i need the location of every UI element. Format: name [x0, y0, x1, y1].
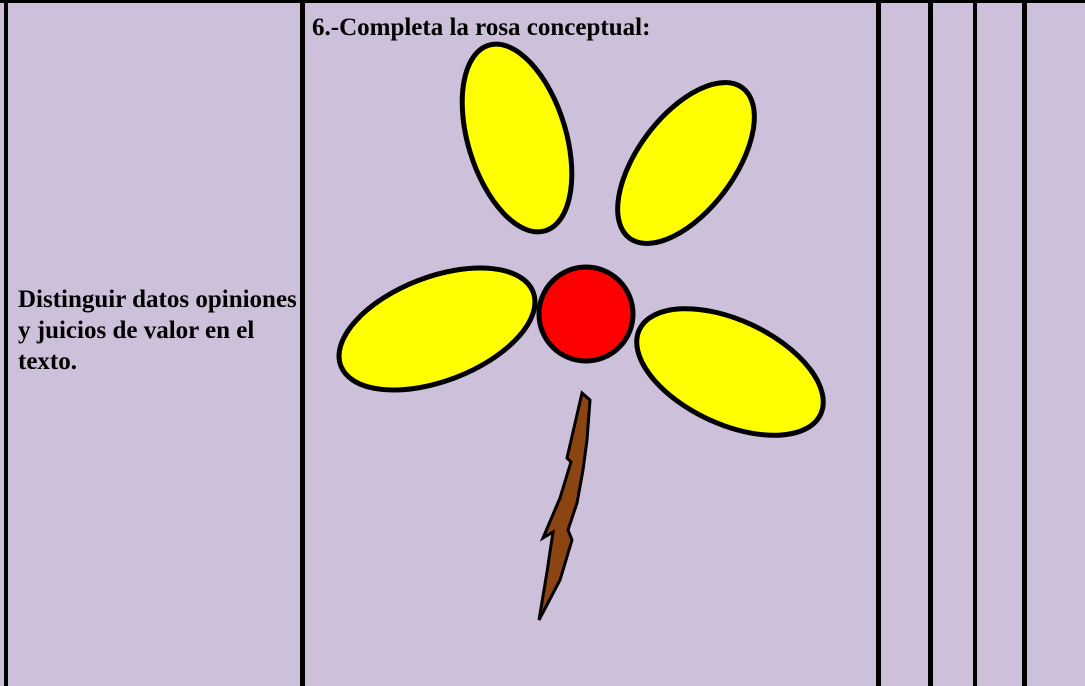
column-divider [300, 0, 305, 686]
column-divider [928, 0, 933, 686]
criterion-cell-text: Distinguir datos opiniones y juicios de … [18, 286, 297, 375]
petal-top-left[interactable] [442, 31, 592, 245]
column-divider [876, 0, 881, 686]
column-divider [973, 0, 977, 686]
column-divider [1022, 0, 1027, 686]
activity-title: 6.-Completa la rosa conceptual: [312, 14, 651, 41]
table-top-border [0, 0, 1085, 3]
concept-rose-diagram [322, 31, 842, 621]
petal-top-right[interactable] [591, 59, 781, 267]
petal-left[interactable] [322, 244, 552, 415]
petal-right[interactable] [617, 283, 842, 462]
table-left-border [4, 0, 8, 686]
flower-center[interactable] [536, 264, 636, 364]
flower-stem-arrow [537, 390, 592, 621]
